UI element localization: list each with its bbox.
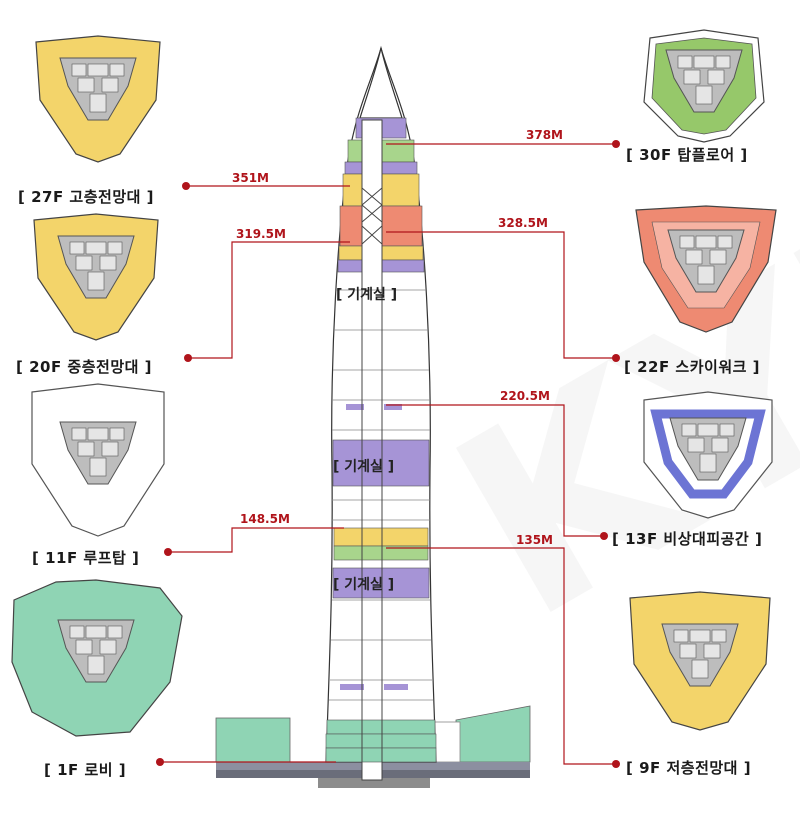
- core-shaft-front: [361, 119, 383, 781]
- band-mint-1: [326, 719, 436, 735]
- height-9f: 135M: [516, 533, 553, 547]
- label-22f: [ 22F 스카이워크 ]: [624, 358, 760, 376]
- leader-dots: [156, 140, 620, 768]
- band-purple-13f: [332, 439, 430, 487]
- band-purple-6: [340, 684, 364, 690]
- podium-right: [455, 705, 531, 763]
- label-13f: [ 13F 비상대피공간 ]: [612, 530, 763, 548]
- band-mint-3: [325, 747, 437, 763]
- leader-lines: [160, 143, 616, 765]
- label-27f: [ 27F 고층전망대 ]: [18, 188, 154, 206]
- label-30f: [ 30F 탑플로어 ]: [626, 146, 748, 164]
- height-20f: 319.5M: [236, 227, 286, 241]
- mechanical-room-1: [ 기계실 ]: [336, 287, 398, 303]
- band-purple-5: [332, 567, 430, 599]
- band-purple-7: [384, 684, 408, 690]
- plan-9f: [629, 591, 771, 731]
- tower-section: [215, 45, 531, 788]
- band-purple-4: [384, 404, 402, 410]
- plan-22f: [635, 205, 777, 333]
- bracing: [361, 187, 383, 245]
- height-22f: 328.5M: [498, 216, 548, 230]
- spire: [359, 47, 403, 119]
- plan-11f: [31, 383, 165, 537]
- band-green-9f: [333, 545, 429, 561]
- label-9f: [ 9F 저층전망대 ]: [626, 759, 752, 777]
- podium-left: [215, 717, 291, 763]
- label-11f: [ 11F 루프탑 ]: [32, 549, 140, 567]
- height-11f: 148.5M: [240, 512, 290, 526]
- mechanical-room-3: [ 기계실 ]: [333, 577, 395, 593]
- height-13f: 220.5M: [500, 389, 550, 403]
- plan-27f: [35, 35, 161, 163]
- plan-1f: [11, 579, 183, 737]
- height-27f: 351M: [232, 171, 269, 185]
- label-20f: [ 20F 중층전망대 ]: [16, 358, 152, 376]
- plan-13f: [643, 391, 773, 519]
- ground: [318, 778, 430, 788]
- floor-lines: [329, 289, 433, 701]
- band-mint-2: [325, 733, 437, 749]
- band-yellow-11f: [333, 527, 429, 547]
- label-1f: [ 1F 로비 ]: [44, 761, 127, 779]
- plan-30f: [643, 29, 765, 143]
- band-purple-3: [346, 404, 364, 410]
- height-30f: 378M: [526, 128, 563, 142]
- mechanical-room-2: [ 기계실 ]: [333, 459, 395, 475]
- plan-20f: [33, 213, 159, 341]
